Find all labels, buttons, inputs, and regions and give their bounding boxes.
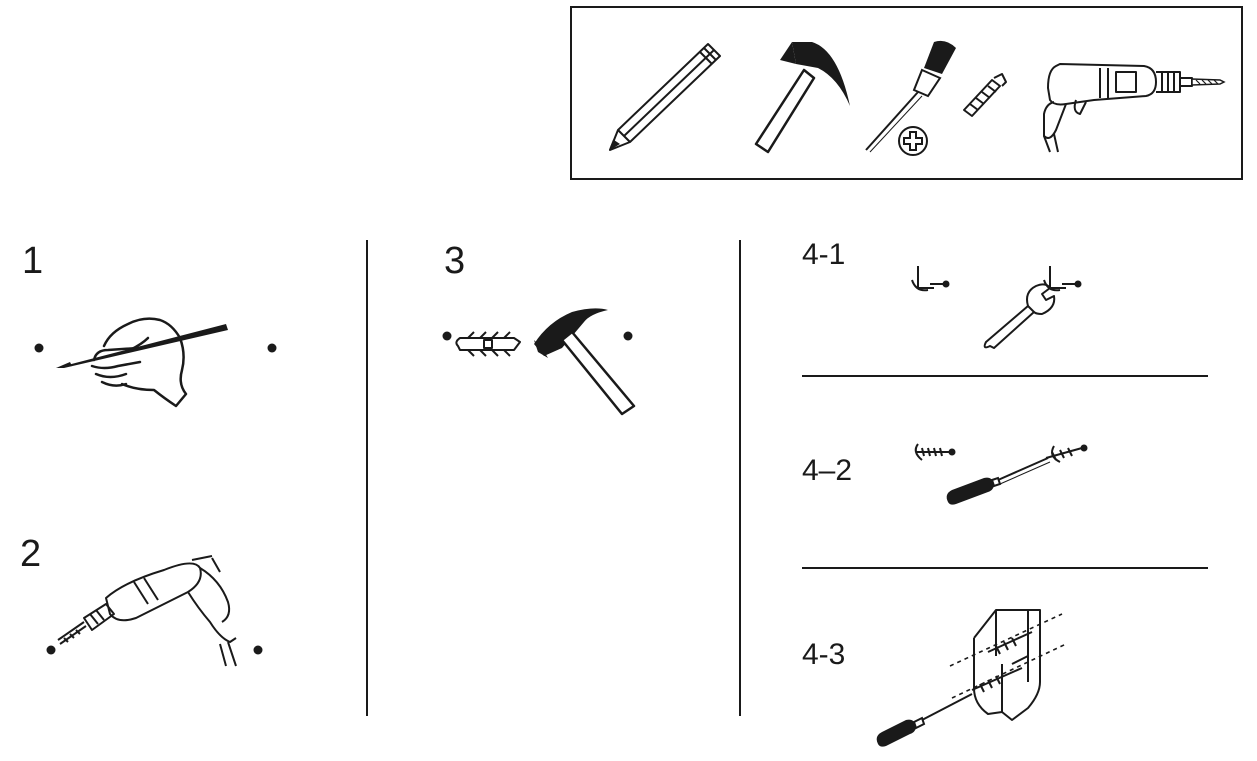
screw-right-icon	[1045, 445, 1083, 463]
plug-point-left	[442, 331, 452, 341]
row-divider-2	[802, 567, 1208, 569]
step-1-number: 1	[22, 240, 44, 282]
step-1-illustration	[34, 317, 277, 408]
drill-icon	[57, 555, 237, 667]
screw-left-icon	[914, 443, 950, 461]
column-divider-2	[739, 240, 741, 716]
step-2-number: 2	[20, 533, 42, 575]
mark-point-left	[34, 343, 44, 353]
hammer-icon	[754, 42, 850, 154]
hook-left-icon	[911, 266, 944, 292]
column-divider-1	[366, 240, 368, 716]
hammer-tool-icon	[534, 308, 636, 416]
screwdriver-assembly-icon	[876, 693, 973, 747]
step-2-illustration	[46, 555, 263, 667]
step-3-illustration	[442, 308, 636, 416]
bracket-icon	[973, 609, 1041, 721]
step-4-2-number: 4–2	[802, 454, 853, 487]
wrench-icon	[983, 283, 1056, 349]
step-4-1-number: 4-1	[802, 238, 846, 271]
plug-point-right	[623, 331, 633, 341]
wall-plug-icon	[963, 73, 1007, 117]
mark-point-right	[267, 343, 277, 353]
step-4-2-illustration	[914, 443, 1088, 505]
screwdriver-tool-icon	[946, 457, 1051, 505]
mounting-screw-top-icon	[987, 631, 1033, 655]
screw-head-icon	[898, 126, 928, 156]
drill-point-left	[46, 645, 56, 655]
screwdriver-icon	[865, 40, 956, 153]
step-4-3-number: 4-3	[802, 638, 846, 671]
step-4-1-illustration	[911, 266, 1082, 349]
step-4-3-illustration	[876, 609, 1067, 747]
power-drill-icon	[1043, 63, 1226, 153]
pencil-icon	[609, 43, 721, 151]
mounting-screw-bottom-icon	[971, 667, 1023, 693]
wall-plug-side-icon	[455, 331, 521, 357]
tools-panel	[570, 6, 1243, 180]
step-3-number: 3	[444, 240, 466, 282]
row-divider-1	[802, 375, 1208, 377]
hand-with-pencil-icon	[56, 317, 228, 408]
drill-point-right	[253, 645, 263, 655]
